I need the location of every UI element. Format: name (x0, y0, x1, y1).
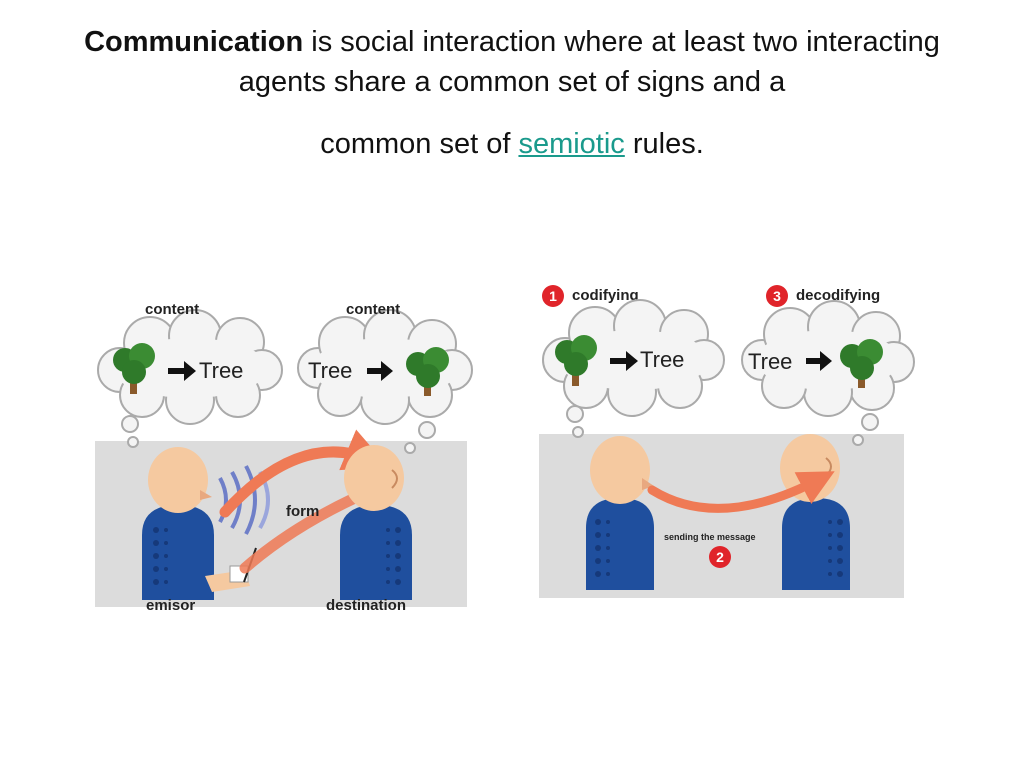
decodifying-cloud: Tree (741, 300, 915, 446)
step3-number: 3 (773, 288, 781, 304)
left-panel: Tree content Tree content (95, 301, 473, 614)
heading-text-b: common set of (320, 128, 519, 160)
destination-person (340, 445, 412, 600)
content-label-left: content (145, 301, 199, 318)
tree-icon (113, 343, 155, 394)
message-arrow (647, 471, 835, 513)
step3-badge (766, 285, 788, 307)
heading-text-c: rules. (624, 128, 704, 160)
thought-cloud-left: Tree (97, 309, 283, 448)
arrow-right-icon (806, 351, 832, 371)
codifying-tree-word: Tree (640, 347, 684, 372)
arrow-right-icon (168, 361, 196, 381)
step2-badge (709, 546, 731, 568)
tree-icon (555, 335, 597, 386)
destination-label: destination (326, 597, 406, 614)
step1-number: 1 (549, 288, 557, 304)
thought-cloud-right: Tree (297, 309, 473, 454)
right-panel: 1 codifying 3 decodifying Tree (539, 285, 915, 598)
semiotic-link[interactable]: semiotic (518, 128, 625, 160)
message-label: sending the message (664, 532, 756, 542)
ear-icon (391, 469, 398, 489)
form-label: form (286, 503, 319, 520)
heading-term: Communication (84, 26, 304, 58)
heading-text-a: is social interaction where at least two… (238, 26, 940, 98)
thought-right-word: Tree (308, 358, 352, 383)
step1-label: codifying (572, 287, 639, 304)
thought-left-word: Tree (199, 358, 243, 383)
sender-person (586, 436, 654, 590)
arrow-right-icon (610, 351, 638, 371)
decodifying-tree-word: Tree (748, 349, 792, 374)
tree-icon (406, 347, 449, 396)
emisor-label: emisor (146, 597, 195, 614)
step2-number: 2 (716, 549, 724, 565)
heading-line-2: common set of semiotic rules. (60, 124, 964, 164)
emisor-person (142, 447, 214, 600)
writing-hand-icon (205, 547, 257, 592)
step3-label: decodifying (796, 287, 880, 304)
arrow-right-icon (367, 361, 393, 381)
slide-heading: Communication is social interaction wher… (60, 22, 964, 164)
content-label-right: content (346, 301, 400, 318)
step1-badge (542, 285, 564, 307)
codifying-cloud: Tree (542, 299, 725, 438)
tree-icon (840, 339, 883, 388)
